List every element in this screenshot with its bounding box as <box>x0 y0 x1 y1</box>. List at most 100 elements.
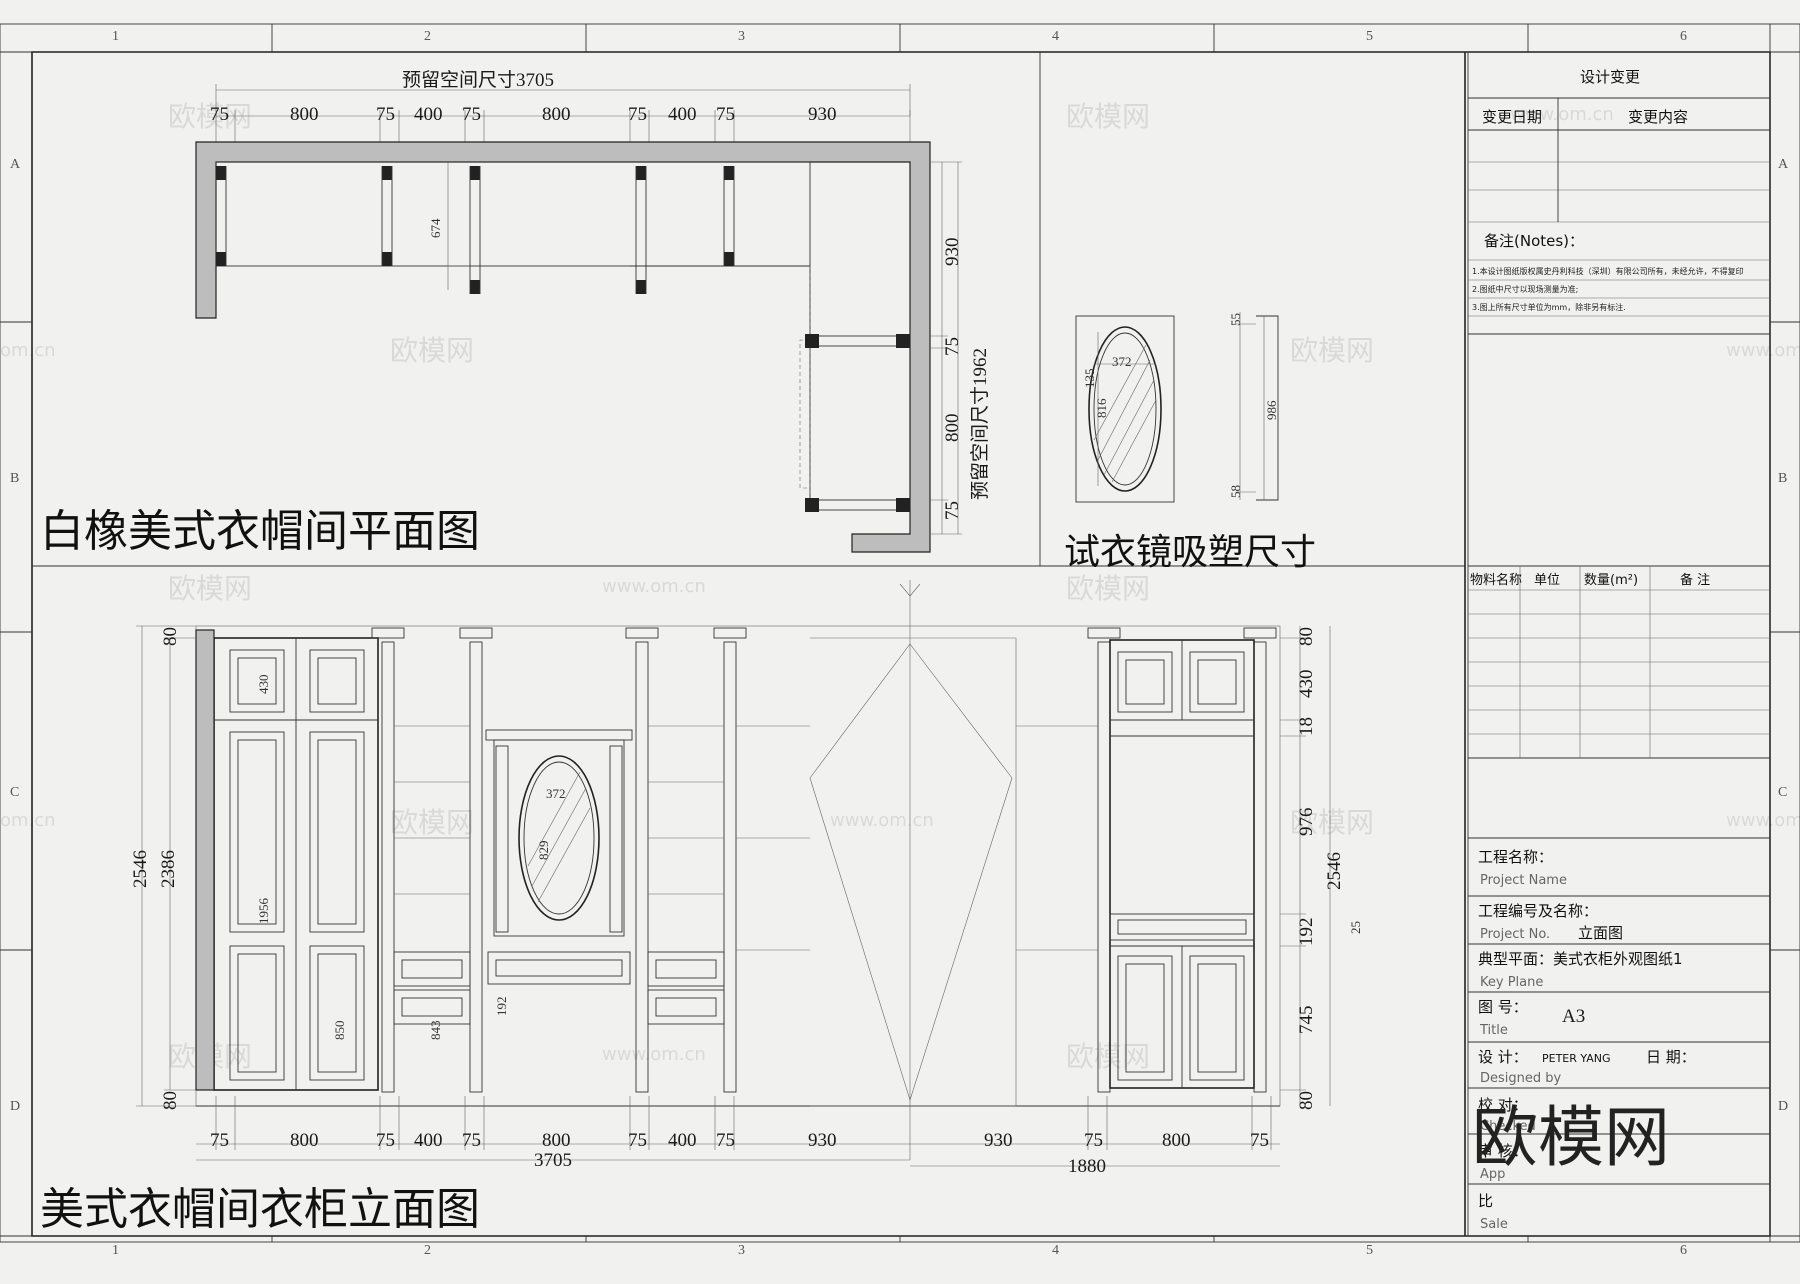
tb-note: 3.图上所有尺寸单位为mm，除非另有标注. <box>1472 302 1626 312</box>
elev-right-dim: 18 <box>1296 717 1317 736</box>
elev-right-dim: 80 <box>1296 627 1317 646</box>
plan-inner-dim: 674 <box>428 218 443 238</box>
mirror-title: 试衣镜吸塑尺寸 <box>1064 532 1316 573</box>
tb-design-change: 设计变更 <box>1580 68 1640 86</box>
tb-scale: 比 <box>1478 1192 1493 1210</box>
plan-reserve-width: 预留空间尺寸3705 <box>402 69 554 91</box>
elev-inner-label: 372 <box>546 786 566 801</box>
watermark-url: www.om.cn <box>1726 810 1800 831</box>
elevation-view: 430 1956 850 <box>40 580 1363 1235</box>
elev-mirror-frame <box>493 739 625 937</box>
plan-cabinet-row <box>215 161 811 267</box>
elev-inner-label: 829 <box>536 841 551 861</box>
plan-top-dim-ticks <box>215 110 911 142</box>
watermark-url: om.cn <box>0 810 56 831</box>
elev-bottom-dim: 800 <box>290 1130 319 1151</box>
plan-top-dim: 800 <box>542 104 571 125</box>
grid-row-label: B <box>10 471 19 486</box>
plan-wall <box>195 141 931 553</box>
plan-top-dim: 400 <box>668 104 697 125</box>
plan-top-dim: 75 <box>716 104 735 125</box>
tb-project-name: 工程名称： <box>1478 848 1553 866</box>
elev-inner-label: 843 <box>428 1021 443 1041</box>
tb-approved: 审 核： <box>1478 1142 1528 1160</box>
tb-project-no-value: 立面图 <box>1578 924 1623 942</box>
watermark-url: www.om.cn <box>602 576 706 597</box>
plan-right-dim-ticks <box>930 161 962 535</box>
plan-top-dim: 800 <box>290 104 319 125</box>
tb-designed-value: PETER YANG <box>1542 1052 1611 1065</box>
elev-bottom-dim: 75 <box>1250 1130 1269 1151</box>
plan-right-dim: 800 <box>942 414 963 443</box>
elev-bottom-dim: 400 <box>668 1130 697 1151</box>
elev-mirror-oval <box>518 755 600 921</box>
elev-left-dim: 2546 <box>130 850 151 888</box>
tb-project-no: 工程编号及名称： <box>1478 902 1598 920</box>
plan-top-dim: 75 <box>628 104 647 125</box>
elev-left-dim: 2386 <box>158 850 179 888</box>
tb-material-header: 备 注 <box>1680 572 1710 588</box>
elev-left-dim: 80 <box>160 627 181 646</box>
grid-col-label: 3 <box>738 29 745 44</box>
grid-col-label: 4 <box>1052 29 1059 44</box>
elev-bottom-dim: 75 <box>1084 1130 1103 1151</box>
elev-inner-label: 192 <box>494 997 509 1017</box>
grid-col-label: 5 <box>1366 29 1373 44</box>
watermark-url: www.om.cn <box>1510 104 1614 125</box>
plan-view: 预留空间尺寸3705 75 800 75 400 75 800 75 400 7… <box>40 69 991 557</box>
tb-designed-en: Designed by <box>1480 1071 1562 1086</box>
tb-note: 1.本设计图纸版权属史丹利科技（深圳）有限公司所有，未经允许，不得复印 <box>1472 266 1744 276</box>
tb-date: 日 期： <box>1646 1048 1696 1066</box>
grid-row-label: D <box>10 1099 20 1114</box>
elev-shelves <box>394 725 1098 951</box>
tb-title-value: A3 <box>1562 1006 1585 1027</box>
tb-title-en: Title <box>1479 1023 1508 1038</box>
mirror-hatch <box>1093 344 1157 483</box>
watermark-url: www.om.cn <box>1726 340 1800 361</box>
elev-right-dim: 192 <box>1296 918 1317 947</box>
brand-logo: 欧模网 <box>1472 1099 1670 1176</box>
watermark-url: om.cn <box>0 340 56 361</box>
plan-top-dim: 75 <box>210 104 229 125</box>
tb-title-label: 图 号： <box>1478 998 1528 1016</box>
tb-notes-label: 备注(Notes)： <box>1484 232 1584 250</box>
plan-right-dim: 75 <box>942 501 963 520</box>
elev-bottom-dim: 930 <box>808 1130 837 1151</box>
grid-col-label: 6 <box>1680 29 1687 44</box>
elev-bottom-dim: 75 <box>376 1130 395 1151</box>
plan-top-dim: 930 <box>808 104 837 125</box>
elev-inner-label: 430 <box>256 675 271 695</box>
grid-col-label: 3 <box>738 1243 745 1258</box>
grid-col-label: 1 <box>112 29 119 44</box>
elev-corner-diamond <box>809 643 1013 1102</box>
mirror-dim-width: 372 <box>1112 354 1132 369</box>
tb-checked: 校 对： <box>1478 1096 1528 1114</box>
grid-col-label: 4 <box>1052 1243 1059 1258</box>
watermark-url: www.om.cn <box>830 810 934 831</box>
watermark-brand: 欧模网 <box>1066 100 1150 133</box>
elev-inner-label: 1956 <box>256 898 271 925</box>
tb-project-no-en: Project No. <box>1480 927 1550 942</box>
watermark-brand: 欧模网 <box>168 100 252 133</box>
mirror-side-bottom: 58 <box>1228 485 1243 498</box>
tb-scale-en: Sale <box>1480 1217 1508 1232</box>
elev-right-dim-ticks <box>1280 637 1306 1091</box>
plan-posts <box>216 166 910 512</box>
elev-total-right: 1880 <box>1068 1156 1106 1177</box>
watermark-brand: 欧模网 <box>1066 572 1150 605</box>
mirror-dim-small: 135 <box>1082 369 1097 389</box>
elev-right-dim: 80 <box>1296 1091 1317 1110</box>
watermark-brand: 欧模网 <box>1066 1040 1150 1073</box>
grid-row-label: C <box>10 785 19 800</box>
tb-key-plane: 典型平面：美式衣柜外观图纸1 <box>1478 950 1683 968</box>
grid-row-label: A <box>10 157 21 172</box>
watermark-brand: 欧模网 <box>168 572 252 605</box>
tb-change-date: 变更日期 <box>1482 108 1542 126</box>
elev-drawers <box>393 951 725 1025</box>
tb-material-header: 单位 <box>1534 573 1560 588</box>
plan-title: 白橡美式衣帽间平面图 <box>40 506 480 557</box>
sheet-frame <box>0 23 1800 1243</box>
tb-designed: 设 计： <box>1478 1048 1528 1066</box>
elev-right-dim: 745 <box>1296 1006 1317 1035</box>
